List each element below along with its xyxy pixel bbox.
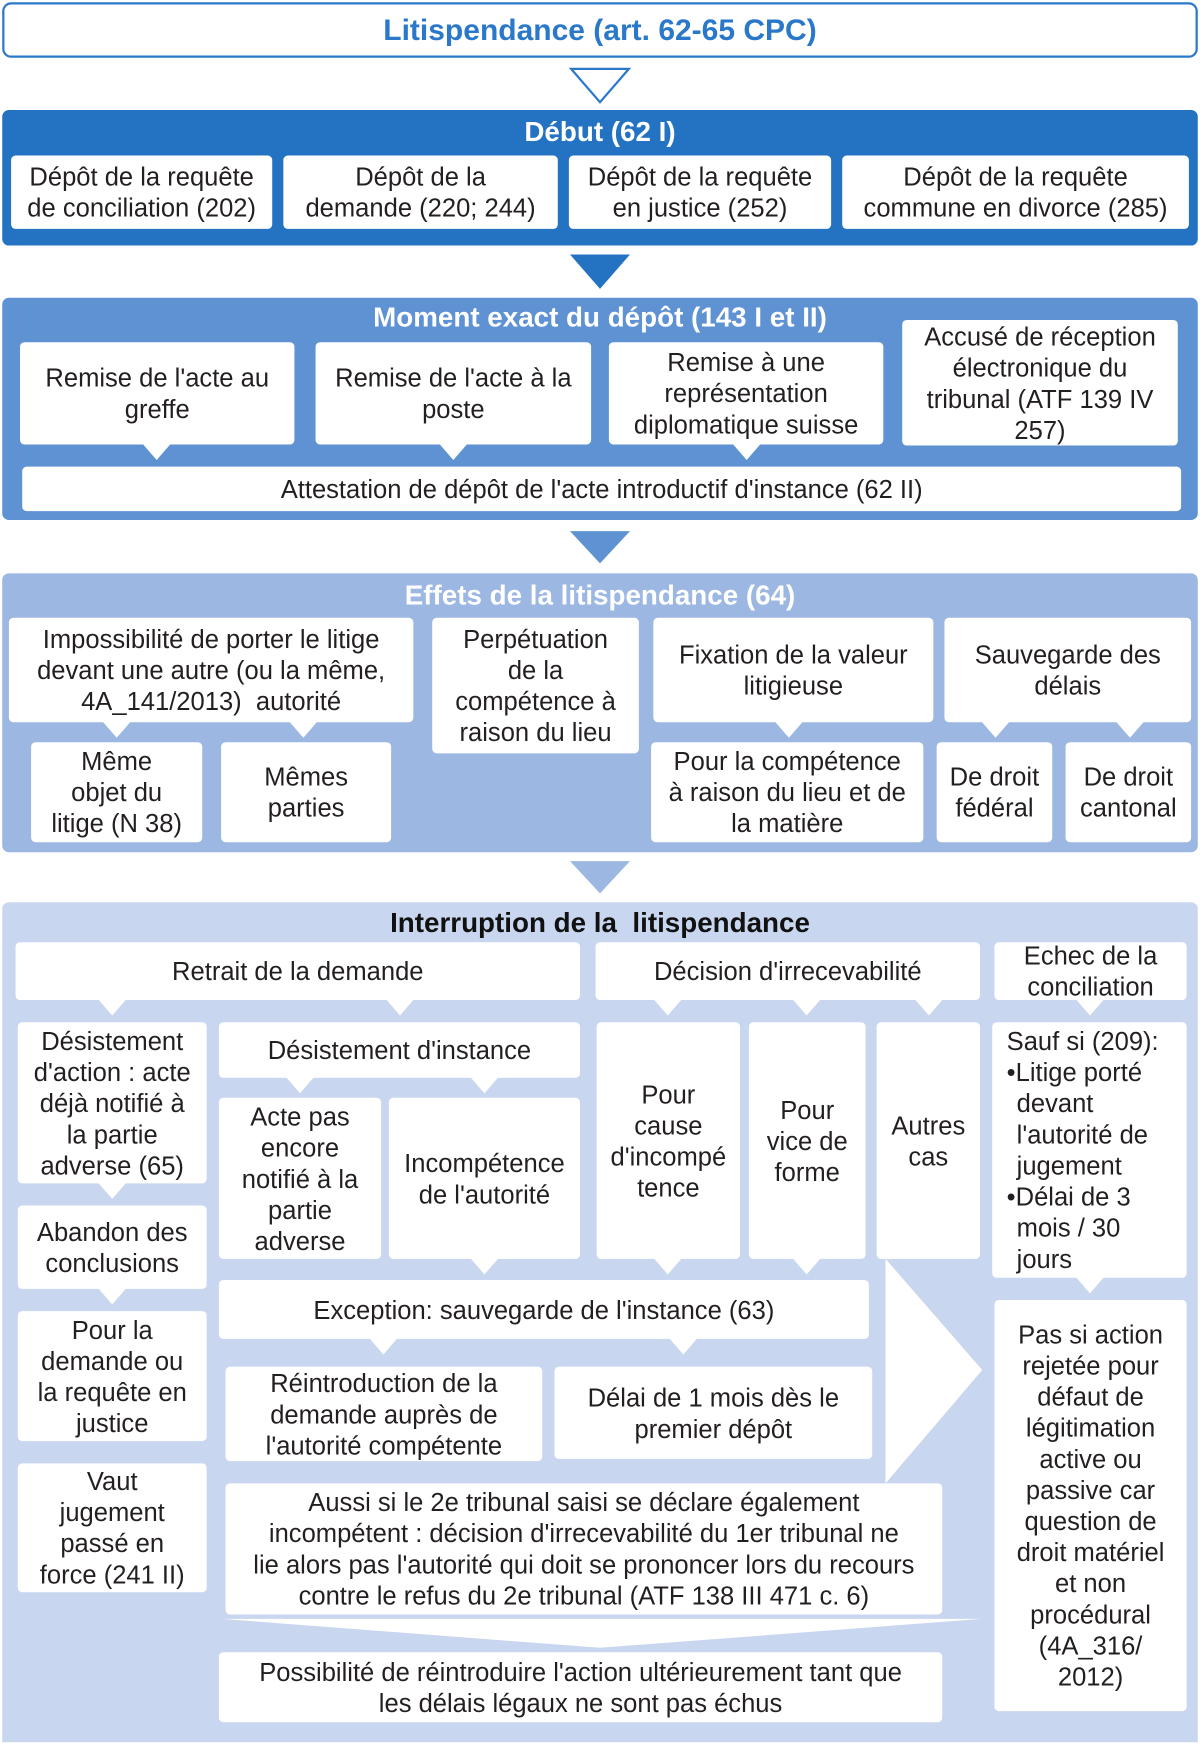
connector-pointer <box>981 721 1010 738</box>
remise-poste: Remise de l'acte à la poste <box>315 342 592 445</box>
desistement-action: Désistement d'action : acte déjà notifié… <box>17 1022 207 1184</box>
section-moment-title: Moment exact du dépôt (143 I et II) <box>373 301 827 333</box>
sauf-si-item-litige: •Litige porté devant l'autorité de jugem… <box>1006 1057 1149 1180</box>
autres-cas: Autres cas <box>876 1022 980 1259</box>
connector-pointer <box>732 443 762 460</box>
droit-federal: De droit fédéral <box>936 742 1053 843</box>
impossibilite-porter-litige: Impossibilité de porter le litige devant… <box>8 617 414 723</box>
depot-requete-conciliation: Dépôt de la requête de conciliation (202… <box>11 155 273 229</box>
flow-arrow-debut-to-moment <box>569 254 630 289</box>
exception-sauvegarde-instance: Exception: sauvegarde de l'instance (63) <box>218 1279 869 1339</box>
section-effets-title: Effets de la litispendance (64) <box>404 579 796 611</box>
flow-arrow-moment-to-effets <box>569 531 630 564</box>
connector-pointer <box>774 721 804 738</box>
sauf-si-title: Sauf si (209): <box>1006 1026 1159 1056</box>
connector-pointer <box>97 998 127 1016</box>
echec-conciliation: Echec de la conciliation <box>994 941 1187 1001</box>
connector-pointer <box>914 998 944 1016</box>
attestation-depot: Attestation de dépôt de l'acte introduct… <box>22 466 1182 512</box>
droit-cantonal: De droit cantonal <box>1065 742 1192 843</box>
vaut-jugement: Vaut jugement passé en force (241 II) <box>17 1463 207 1593</box>
connector-pointer <box>285 1076 315 1094</box>
connector-pointer <box>142 443 172 460</box>
competence-lieu-matiere: Pour la compétence à raison du lieu et d… <box>651 742 924 843</box>
right-chevron-arrow <box>885 1258 983 1484</box>
connector-pointer <box>653 1257 683 1275</box>
connector-pointer <box>97 1287 127 1305</box>
depot-requete-divorce: Dépôt de la requête commune en divorce (… <box>842 155 1189 229</box>
delai-un-mois: Délai de 1 mois dès le premier dépôt <box>554 1366 873 1459</box>
abandon-conclusions: Abandon des conclusions <box>17 1205 207 1289</box>
connector-pointer <box>1075 1276 1105 1294</box>
merge-wedge-arrow <box>222 1618 983 1648</box>
remise-greffe: Remise de l'acte au greffe <box>19 342 295 445</box>
incompetence-autorite: Incompétence de l'autorité <box>388 1097 580 1259</box>
remise-representation-diplomatique: Remise à une représentation diplomatique… <box>608 342 884 445</box>
pas-si-action-rejetee: Pas si action rejetée pour défaut de lég… <box>994 1299 1187 1712</box>
diagram-title: Litispendance (art. 62-65 CPC) <box>2 2 1198 58</box>
connector-pointer <box>792 1257 822 1275</box>
retrait-demande: Retrait de la demande <box>15 942 580 1000</box>
connector-pointer <box>1115 721 1145 738</box>
connector-pointer <box>438 443 468 460</box>
connector-pointer <box>469 1257 499 1275</box>
desistement-instance: Désistement d'instance <box>218 1022 580 1078</box>
depot-demande: Dépôt de la demande (220; 244) <box>283 155 558 229</box>
reintroduction-demande: Réintroduction de la demande auprès de l… <box>225 1366 543 1462</box>
fixation-valeur-litigieuse: Fixation de la valeur litigieuse <box>653 617 934 723</box>
cause-incompetence: Pour cause d'incompé tence <box>596 1022 740 1259</box>
connector-pointer <box>97 1182 127 1199</box>
flow-arrow-effets-to-interruption <box>569 861 630 894</box>
sauvegarde-delais: Sauvegarde des délais <box>944 617 1192 723</box>
connector-pointer <box>792 998 822 1016</box>
acte-pas-encore-notifie: Acte pas encore notifié à la partie adve… <box>218 1097 382 1259</box>
possibilite-reintroduire: Possibilité de réintroduire l'action ult… <box>218 1652 943 1723</box>
connector-pointer <box>668 1337 698 1355</box>
connector-pointer <box>368 1337 398 1355</box>
sauf-si-item-delai: •Délai de 3 mois / 30 jours <box>1006 1182 1131 1274</box>
connector-pointer <box>385 998 415 1016</box>
connector-pointer <box>469 1076 499 1094</box>
meme-objet-litige: Même objet du litige (N 38) <box>31 742 203 843</box>
accuse-reception-electronique: Accusé de réception électronique du trib… <box>902 319 1178 446</box>
section-interruption-title: Interruption de la litispendance <box>390 907 810 939</box>
connector-pointer <box>653 998 683 1016</box>
section-debut-title: Début (62 I) <box>524 116 676 148</box>
flow-arrow-title-to-debut <box>568 67 632 104</box>
decision-irrecevabilite: Décision d'irrecevabilité <box>595 942 980 1000</box>
aussi-second-tribunal: Aussi si le 2e tribunal saisi se déclare… <box>225 1483 943 1615</box>
depot-requete-justice: Dépôt de la requête en justice (252) <box>568 155 832 229</box>
sauf-si-209: Sauf si (209): •Litige porté devant l'au… <box>992 1022 1187 1278</box>
vice-de-forme: Pour vice de forme <box>748 1022 866 1259</box>
memes-parties: Mêmes parties <box>221 742 392 843</box>
connector-pointer <box>288 721 318 738</box>
connector-pointer <box>1075 998 1105 1016</box>
connector-pointer <box>102 721 132 738</box>
perpetuation-competence: Perpétuation de la compétence à raison d… <box>432 617 639 754</box>
pour-demande-requete: Pour la demande ou la requête en justice <box>17 1311 207 1442</box>
